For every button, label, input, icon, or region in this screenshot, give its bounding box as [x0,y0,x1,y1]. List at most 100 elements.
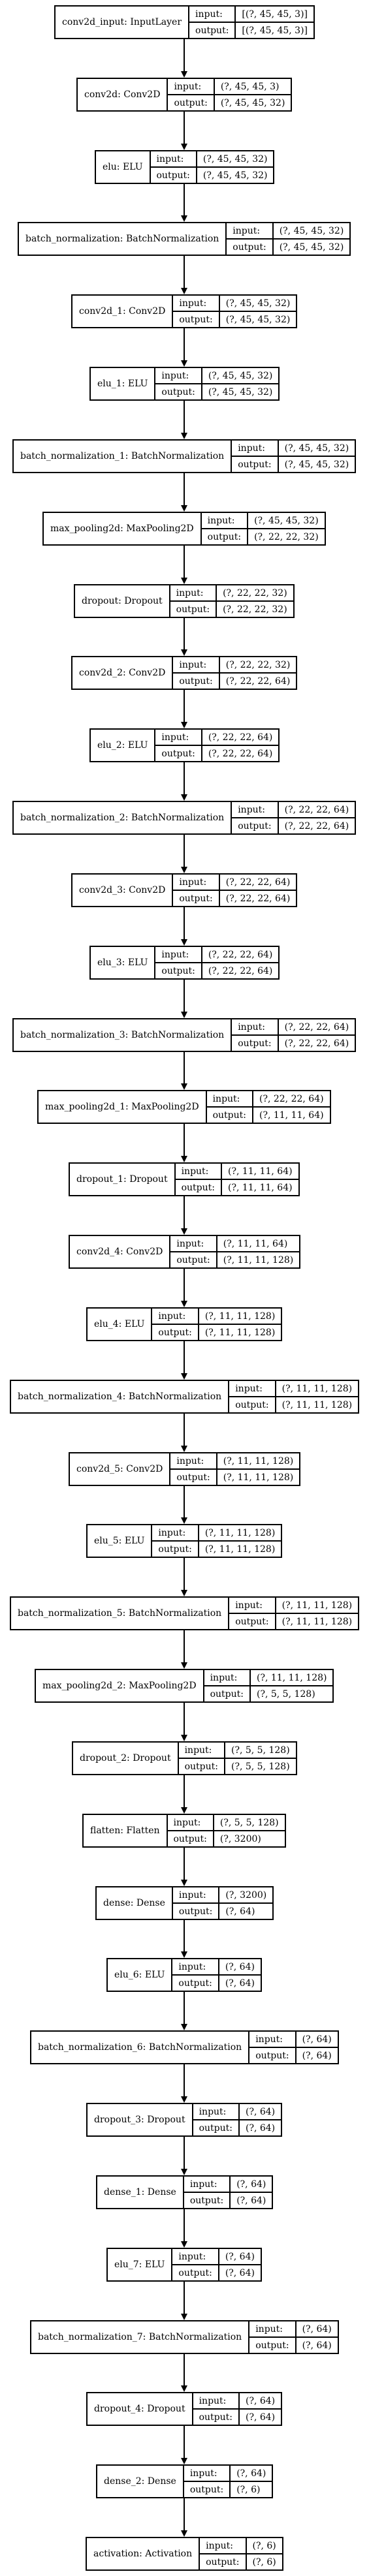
output-shape-cell: (?, 6) [231,2481,272,2497]
io-keys: input:output: [155,368,201,399]
edge-arrowhead [181,71,187,78]
io-keys: input:output: [172,1887,219,1919]
input-key-cell: input: [235,1600,263,1611]
output-key-cell: output: [229,1613,275,1629]
input-shape-cell: (?, 22, 22, 32) [223,587,287,598]
io-values: (?, 5, 5, 128)(?, 5, 5, 128) [223,1743,296,1774]
io-table: input:output:(?, 22, 22, 64)(?, 22, 22, … [231,1019,355,1051]
layer-node: dropout: Dropout input:output: (?, 22, 22,… [74,584,295,618]
output-shape-cell: (?, 11, 11, 128) [217,1468,300,1485]
io-values: (?, 45, 45, 32)(?, 45, 45, 32) [272,223,350,255]
io-table: input:output:(?, 45, 45, 32)(?, 45, 45, … [154,368,279,399]
layer-label: batch_normalization_4: BatchNormalizatio… [18,1391,222,1402]
output-key-cell: output: [206,1106,252,1123]
layer-label: elu_1: ELU [97,379,148,389]
io-values: (?, 45, 45, 32)(?, 22, 22, 32) [247,513,325,544]
io-table: input:output:[(?, 45, 45, 3)][(?, 45, 45… [188,7,314,38]
output-shape-cell: (?, 45, 45, 32) [273,238,350,255]
io-values: (?, 22, 22, 64)(?, 22, 22, 64) [218,875,297,906]
edge-arrowhead [181,433,187,439]
layer-label: elu_5: ELU [94,1536,145,1546]
layer-node: elu_5: ELU input:output:(?, 11, 11, 128)(… [86,1524,282,1558]
io-keys: input:output: [249,2032,295,2063]
io-values: (?, 22, 22, 64)(?, 22, 22, 64) [277,1019,355,1051]
input-shape-cell: (?, 64) [302,2034,332,2045]
input-shape-cell: (?, 64) [245,2106,276,2117]
io-keys: input:output: [173,296,219,327]
output-key-cell: output: [229,1396,275,1412]
input-shape-cell: (?, 64) [236,2468,266,2479]
io-keys: input:output: [178,1743,224,1774]
layer-label: elu_3: ELU [97,957,148,968]
output-key-cell: output: [173,672,219,689]
io-keys: input:output: [204,1670,249,1701]
layer-label: activation: Activation [93,2549,193,2559]
input-key-cell: input: [255,2323,283,2335]
input-key-cell: input: [207,515,235,526]
edge-arrowhead [181,794,187,801]
io-table: input:output:(?, 45, 45, 32)(?, 45, 45, … [225,223,350,255]
input-shape-cell: (?, 11, 11, 128) [223,1455,294,1466]
edge-arrowhead [181,578,187,584]
layer-label: dropout_2: Dropout [80,1753,171,1763]
io-table: input:output:(?, 11, 11, 128)(?, 5, 5, 1… [202,1670,333,1701]
edge-arrowhead [181,867,187,873]
io-values: (?, 11, 11, 128) (?, 11, 11, 128) [216,1453,300,1485]
input-shape-cell: (?, 64) [236,2179,266,2190]
output-shape-cell: [(?, 45, 45, 3)] [236,22,314,38]
edge-arrowhead [181,1880,187,1886]
output-key-cell: output: [249,2336,295,2353]
layer-label: elu: ELU [103,162,143,172]
input-key-cell: input: [255,2034,283,2045]
edge-arrowhead [181,1951,187,1958]
layer-label: dropout_3: Dropout [94,2115,185,2125]
io-keys: input:output: [152,1309,198,1340]
io-table: input:output:(?, 11, 11, 128)(?, 11, 11,… [169,1453,300,1485]
layer-label: dropout: Dropout [82,596,163,606]
layer-node: elu_1: ELU input:output:(?, 45, 45, 32)(?… [89,367,280,401]
input-shape-cell: (?, 22, 22, 64) [225,877,291,888]
input-key-cell: input: [179,298,207,309]
edge-arrowhead [181,2169,187,2175]
edge-arrowhead [181,2241,187,2248]
io-table: input:output:(?, 45, 45, 32)(?, 45, 45, … [231,441,355,472]
input-shape-cell: (?, 64) [225,1961,255,1972]
output-key-cell: output: [152,1324,198,1340]
io-table: input:output:(?, 11, 11, 128)(?, 11, 11,… [151,1525,281,1557]
input-shape-cell: (?, 45, 45, 32) [284,442,349,454]
input-key-cell: input: [161,949,189,960]
io-keys: input:output: [167,1815,213,1846]
io-values: (?, 11, 11, 64)(?, 11, 11, 128) [216,1236,300,1267]
output-shape-cell: (?, 6) [246,2553,282,2569]
edge-arrowhead [181,1807,187,1814]
io-table: input:output:(?, 64)(?, 64) [248,2032,338,2063]
input-key-cell: input: [195,8,223,20]
input-key-cell: input: [176,587,204,598]
edge-arrowhead [181,722,187,728]
output-shape-cell: (?, 64) [239,2119,281,2135]
input-shape-cell: (?, 45, 45, 32) [202,153,268,164]
io-table: input:output:(?, 45, 45, 32)(?, 45, 45, … [149,151,274,183]
output-key-cell: output: [204,1685,249,1701]
io-table: input:output:(?, 22, 22, 64)(?, 22, 22, … [172,875,297,906]
input-key-cell: input: [199,2106,227,2117]
layer-node: batch_normalization_6: BatchNormalizatio… [30,2030,339,2064]
output-key-cell: output: [193,2408,238,2425]
io-values: (?, 11, 11, 128)(?, 5, 5, 128) [249,1670,333,1701]
io-keys: input:output: [170,585,216,617]
io-keys: input:output: [201,513,248,544]
output-shape-cell: (?, 64) [239,2408,281,2425]
output-key-cell: output: [172,1902,219,1919]
output-key-cell: output: [184,2481,230,2497]
layer-label: elu_2: ELU [97,740,148,751]
output-key-cell: output: [168,94,214,110]
io-keys: input:output: [232,441,278,472]
io-keys: input:output: [184,2177,230,2208]
input-key-cell: input: [179,877,207,888]
